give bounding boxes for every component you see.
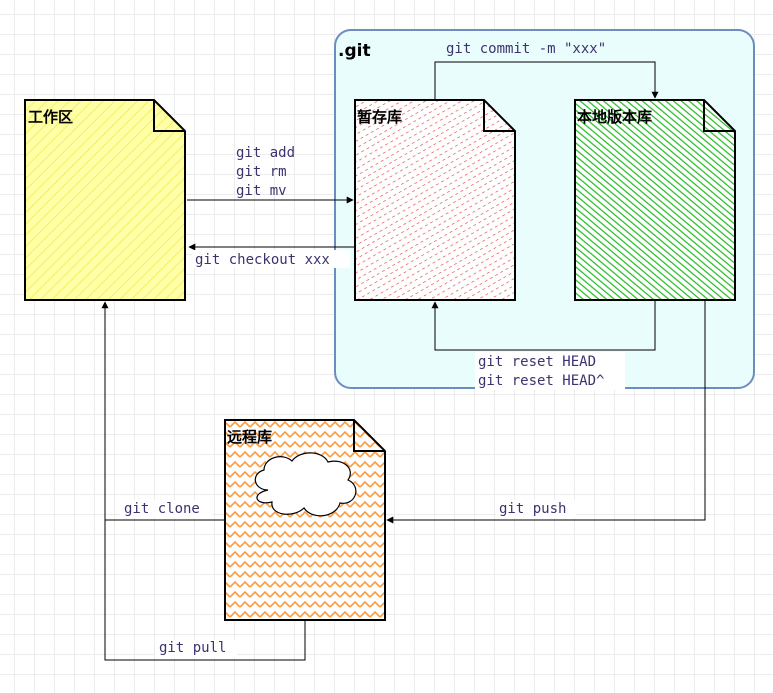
edge-commit (434, 61, 659, 100)
workspace-label: 工作区 (28, 108, 73, 126)
local-repo-label: 本地版本库 (577, 108, 652, 126)
edge-label-checkout: git checkout xxx (195, 252, 330, 268)
edge-label-add: git add (236, 145, 295, 161)
staging-page-fold (483, 100, 515, 132)
edge-label-push: git push (499, 501, 566, 517)
staging-label: 暂存库 (357, 108, 402, 126)
remote-repo-page-fold (353, 420, 385, 452)
workspace-node[interactable]: 工作区 (24, 99, 186, 301)
edge-label-reset-head: git reset HEAD (478, 354, 596, 370)
edges (101, 61, 706, 661)
git-group-title: .git (338, 41, 371, 61)
staging-document-shape (354, 99, 516, 301)
local-repo-document-shape (574, 99, 736, 301)
edge-label-pull: git pull (159, 640, 226, 656)
edge-label-push-bg (496, 500, 576, 518)
workspace-document-shape (24, 99, 186, 301)
edge-label-commit-bg (444, 39, 629, 57)
staging-node[interactable]: 暂存库 (354, 99, 516, 301)
edge-label-reset-bg (475, 352, 625, 390)
edge-labels: git add git rm git mv git checkout xxx g… (120, 39, 629, 658)
edge-label-clone: git clone (124, 501, 200, 517)
workspace-page-fold (153, 100, 185, 132)
edge-label-commit: git commit -m "xxx" (446, 41, 606, 57)
local-repo-node[interactable]: 本地版本库 (574, 99, 736, 301)
edge-label-checkout-bg (192, 250, 350, 268)
edge-pull (104, 520, 306, 661)
edge-label-clone-bg (120, 500, 212, 518)
edge-push (386, 300, 706, 524)
local-repo-page-fold (703, 100, 735, 132)
edge-label-pull-bg (155, 640, 237, 658)
edge-label-mv: git mv (236, 183, 287, 199)
remote-repo-node[interactable]: 远程库 (224, 419, 386, 621)
edge-clone (101, 301, 225, 521)
edge-label-rm: git rm (236, 164, 287, 180)
edge-reset (431, 300, 656, 351)
edge-label-reset-head-caret: git reset HEAD^ (478, 373, 604, 389)
cloud-icon (254, 452, 357, 517)
remote-repo-label: 远程库 (227, 428, 272, 446)
